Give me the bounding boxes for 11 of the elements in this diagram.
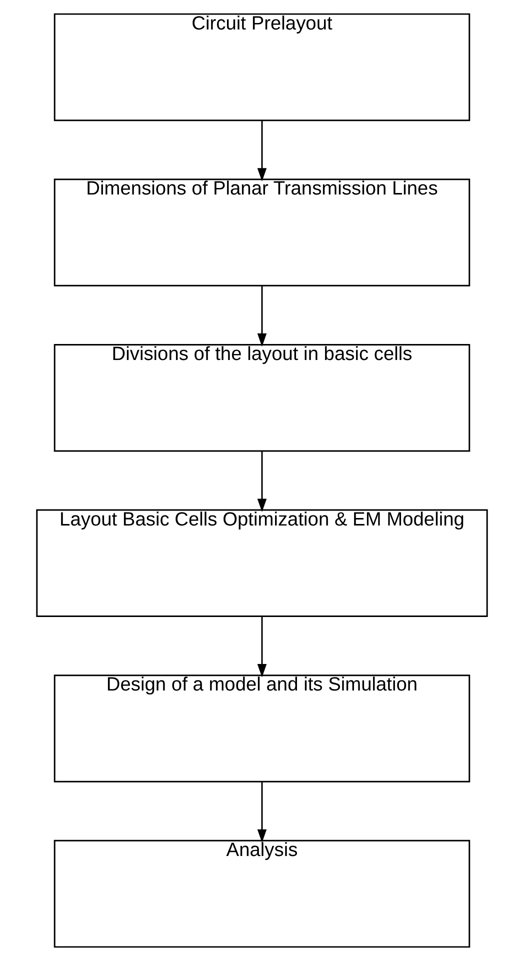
node-box: Design of a model and its Simulation — [53, 674, 470, 782]
arrow — [256, 286, 266, 347]
node-box: Circuit Prelayout — [53, 13, 470, 122]
arrow — [256, 782, 266, 843]
arrow — [256, 616, 266, 678]
arrow — [256, 120, 266, 182]
node-box: Dimensions of Planar Transmission Lines — [53, 178, 470, 286]
node-box: Divisions of the layout in basic cells — [53, 344, 470, 452]
node-box: Layout Basic Cells Optimization & EM Modeling — [36, 509, 488, 618]
arrow — [256, 451, 266, 512]
node-box: Analysis — [53, 840, 470, 948]
